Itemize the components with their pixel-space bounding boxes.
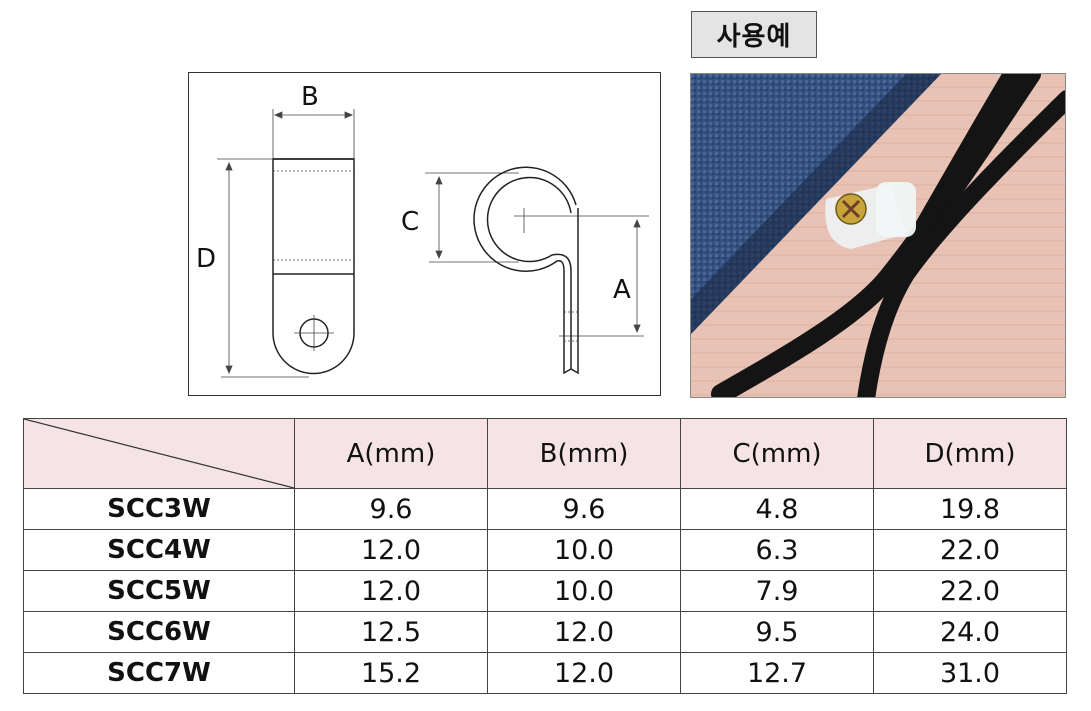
value-c: 6.3: [680, 529, 874, 571]
corner-cell: [23, 418, 295, 489]
label-d: D: [196, 244, 216, 274]
value-d: 22.0: [873, 570, 1067, 612]
value-c: 7.9: [680, 570, 874, 612]
usage-example-label: 사용예: [691, 11, 817, 58]
model-cell: SCC6W: [23, 611, 295, 653]
diagonal-line: [24, 419, 294, 488]
value-d: 22.0: [873, 529, 1067, 571]
value-b: 9.6: [487, 488, 681, 530]
cable-clip-photo-illustration: [691, 74, 1065, 397]
column-header-a: A(mm): [294, 418, 488, 489]
table-row: SCC7W 15.2 12.0 12.7 31.0: [23, 652, 1067, 694]
value-c: 4.8: [680, 488, 874, 530]
value-a: 12.0: [294, 529, 488, 571]
value-a: 12.5: [294, 611, 488, 653]
label-a: A: [613, 275, 631, 305]
model-cell: SCC4W: [23, 529, 295, 571]
value-a: 12.0: [294, 570, 488, 612]
table-row: SCC3W 9.6 9.6 4.8 19.8: [23, 488, 1067, 530]
model-cell: SCC7W: [23, 652, 295, 694]
value-b: 10.0: [487, 570, 681, 612]
model-cell: SCC3W: [23, 488, 295, 530]
cable-clip-diagram: B D C A: [196, 82, 649, 378]
table-header-row: A(mm) B(mm) C(mm) D(mm): [23, 418, 1067, 489]
model-cell: SCC5W: [23, 570, 295, 612]
table-row: SCC4W 12.0 10.0 6.3 22.0: [23, 529, 1067, 571]
value-c: 9.5: [680, 611, 874, 653]
value-d: 31.0: [873, 652, 1067, 694]
value-a: 15.2: [294, 652, 488, 694]
value-c: 12.7: [680, 652, 874, 694]
value-b: 12.0: [487, 652, 681, 694]
column-header-b: B(mm): [487, 418, 681, 489]
value-d: 19.8: [873, 488, 1067, 530]
technical-drawing: B D C A: [188, 72, 661, 396]
value-b: 10.0: [487, 529, 681, 571]
specification-table: A(mm) B(mm) C(mm) D(mm) SCC3W 9.6 9.6 4.…: [23, 418, 1067, 694]
label-c: C: [401, 207, 419, 237]
table-row: SCC5W 12.0 10.0 7.9 22.0: [23, 570, 1067, 612]
value-d: 24.0: [873, 611, 1067, 653]
table-row: SCC6W 12.5 12.0 9.5 24.0: [23, 611, 1067, 653]
usage-example-photo: [690, 73, 1066, 398]
value-b: 12.0: [487, 611, 681, 653]
label-b: B: [301, 82, 319, 112]
column-header-c: C(mm): [680, 418, 874, 489]
value-a: 9.6: [294, 488, 488, 530]
column-header-d: D(mm): [873, 418, 1067, 489]
